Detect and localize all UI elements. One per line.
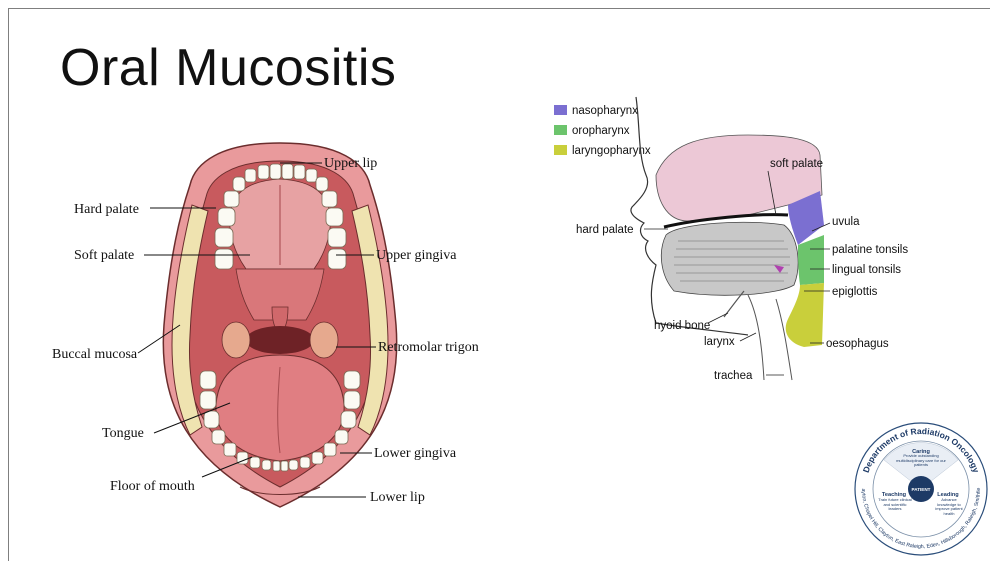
tongue-side (661, 222, 798, 295)
seal-caring-text: Provide outstanding multidisciplinary ca… (892, 454, 950, 468)
label-palatine-tonsils: palatine tonsils (832, 244, 908, 256)
label-soft-palate: Soft palate (74, 248, 134, 263)
left-tonsil (222, 322, 250, 358)
legend-swatch-nasopharynx (554, 105, 567, 115)
legend-swatch-oropharynx (554, 125, 567, 135)
seal-leading-text: Advance knowledge to improve patient hea… (932, 498, 966, 516)
legend-label-oropharynx: oropharynx (572, 125, 630, 137)
label-floor-of-mouth: Floor of mouth (110, 479, 195, 494)
label-lower-gingiva: Lower gingiva (374, 446, 457, 461)
oral-cavity-diagram: Upper lip Hard palate Soft palate Upper … (40, 135, 515, 520)
label-tongue: Tongue (102, 426, 144, 441)
seal-center: PATIENT (912, 487, 931, 492)
label-oesophagus: oesophagus (826, 338, 889, 350)
label-upper-gingiva: Upper gingiva (376, 248, 457, 263)
label-pharynx-hard-palate: hard palate (576, 224, 634, 236)
pharynx-legend: nasopharynx oropharynx laryngopharynx (554, 105, 651, 157)
pharynx-diagram: nasopharynx oropharynx laryngopharynx (548, 95, 938, 395)
label-lingual-tonsils: lingual tonsils (832, 264, 901, 276)
label-retromolar-trigone: Retromolar trigon (378, 340, 479, 355)
throat (246, 326, 314, 354)
slide-title: Oral Mucositis (60, 38, 396, 98)
legend-swatch-laryngopharynx (554, 145, 567, 155)
slide-frame-left (8, 8, 9, 561)
legend-label-laryngopharynx: laryngopharynx (572, 145, 651, 157)
label-epiglottis: epiglottis (832, 286, 878, 298)
legend-label-nasopharynx: nasopharynx (572, 105, 638, 117)
right-tonsil (310, 322, 338, 358)
label-larynx: larynx (704, 336, 735, 348)
label-buccal-mucosa: Buccal mucosa (52, 347, 138, 362)
label-upper-lip: Upper lip (324, 156, 377, 171)
label-hard-palate: Hard palate (74, 202, 139, 217)
label-uvula: uvula (832, 216, 860, 228)
laryngopharynx-region (786, 283, 824, 347)
seal-teaching-text: Train future clinical and scientific lea… (878, 498, 912, 512)
label-pharynx-soft-palate: soft palate (770, 158, 823, 170)
slide-frame-top (8, 8, 990, 9)
label-hyoid-bone: hyoid bone (654, 320, 710, 332)
department-seal: Department of Radiation Oncology Clayton… (852, 422, 990, 557)
label-trachea: trachea (714, 370, 753, 382)
oropharynx-region (798, 235, 824, 285)
label-lower-lip: Lower lip (370, 490, 425, 505)
